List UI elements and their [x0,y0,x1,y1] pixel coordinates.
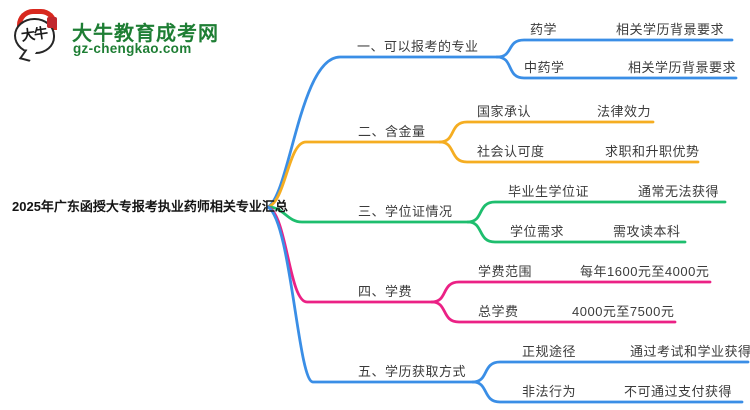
branch5-child1-key: 正规途径 [522,344,577,359]
branch1-trunk-line [266,55,499,209]
branch2-label: 二、含金量 [358,124,426,139]
branch3-child2-value: 需攻读本科 [613,224,681,239]
branch3-child1-value: 通常无法获得 [638,184,720,199]
branch1-child1-value: 相关学历背景要求 [616,22,725,37]
daniu-bubble-logo-icon: 大牛 [12,9,60,62]
site-url[interactable]: gz-chengkao.com [73,41,192,56]
branch2-child2-key: 社会认可度 [477,144,545,159]
branch1-child2-value: 相关学历背景要求 [628,60,737,75]
site-logo[interactable]: 大牛 大牛教育成考网 gz-chengkao.com [10,6,250,62]
branch3-child1-line [466,200,727,224]
branch5-child1-value: 通过考试和学业获得 [630,344,750,359]
branch5-label: 五、学历获取方式 [358,364,467,379]
branch1-child2-key: 中药学 [524,60,565,75]
branch2-child2-line [438,140,700,164]
branch5-child1-line [471,360,750,384]
branch1-child1-key: 药学 [530,22,558,37]
branch2-child1-value: 法律效力 [597,104,652,119]
branch1-child2-line [495,55,738,80]
branch4-label: 四、学费 [358,284,413,299]
branch4-child2-value: 4000元至7500元 [572,304,675,319]
central-topic: 2025年广东函授大专报考执业药师相关专业汇总 [12,199,288,214]
branch3-child2-line [466,220,687,244]
branch3-trunk-line [266,205,470,224]
logo-icon-text: 大牛 [20,25,49,45]
branch5-child2-value: 不可通过支付获得 [624,384,733,399]
branch2-child2-value: 求职和升职优势 [605,144,700,159]
site-name[interactable]: 大牛教育成考网 [72,23,219,45]
branch5-trunk-line [266,205,475,384]
branch2-child1-key: 国家承认 [477,104,532,119]
branch4-child1-value: 每年1600元至4000元 [580,264,710,279]
logo-red-seal-icon [47,17,57,28]
branch2-child1-line [438,120,655,144]
branch4-child2-key: 总学费 [478,304,519,319]
branch3-child1-key: 毕业生学位证 [508,184,590,199]
branch5-child2-key: 非法行为 [522,384,577,399]
branch1-label: 一、可以报考的专业 [357,39,479,54]
branch2-trunk-line [266,140,442,209]
branch4-child2-line [430,300,677,324]
branch3-label: 三、学位证情况 [358,204,453,219]
branch1-child1-line [495,38,734,59]
branch5-child2-line [471,380,744,404]
branch3-child2-key: 学位需求 [510,224,565,239]
branch4-child1-key: 学费范围 [478,264,533,279]
branch4-child1-line [430,280,712,304]
